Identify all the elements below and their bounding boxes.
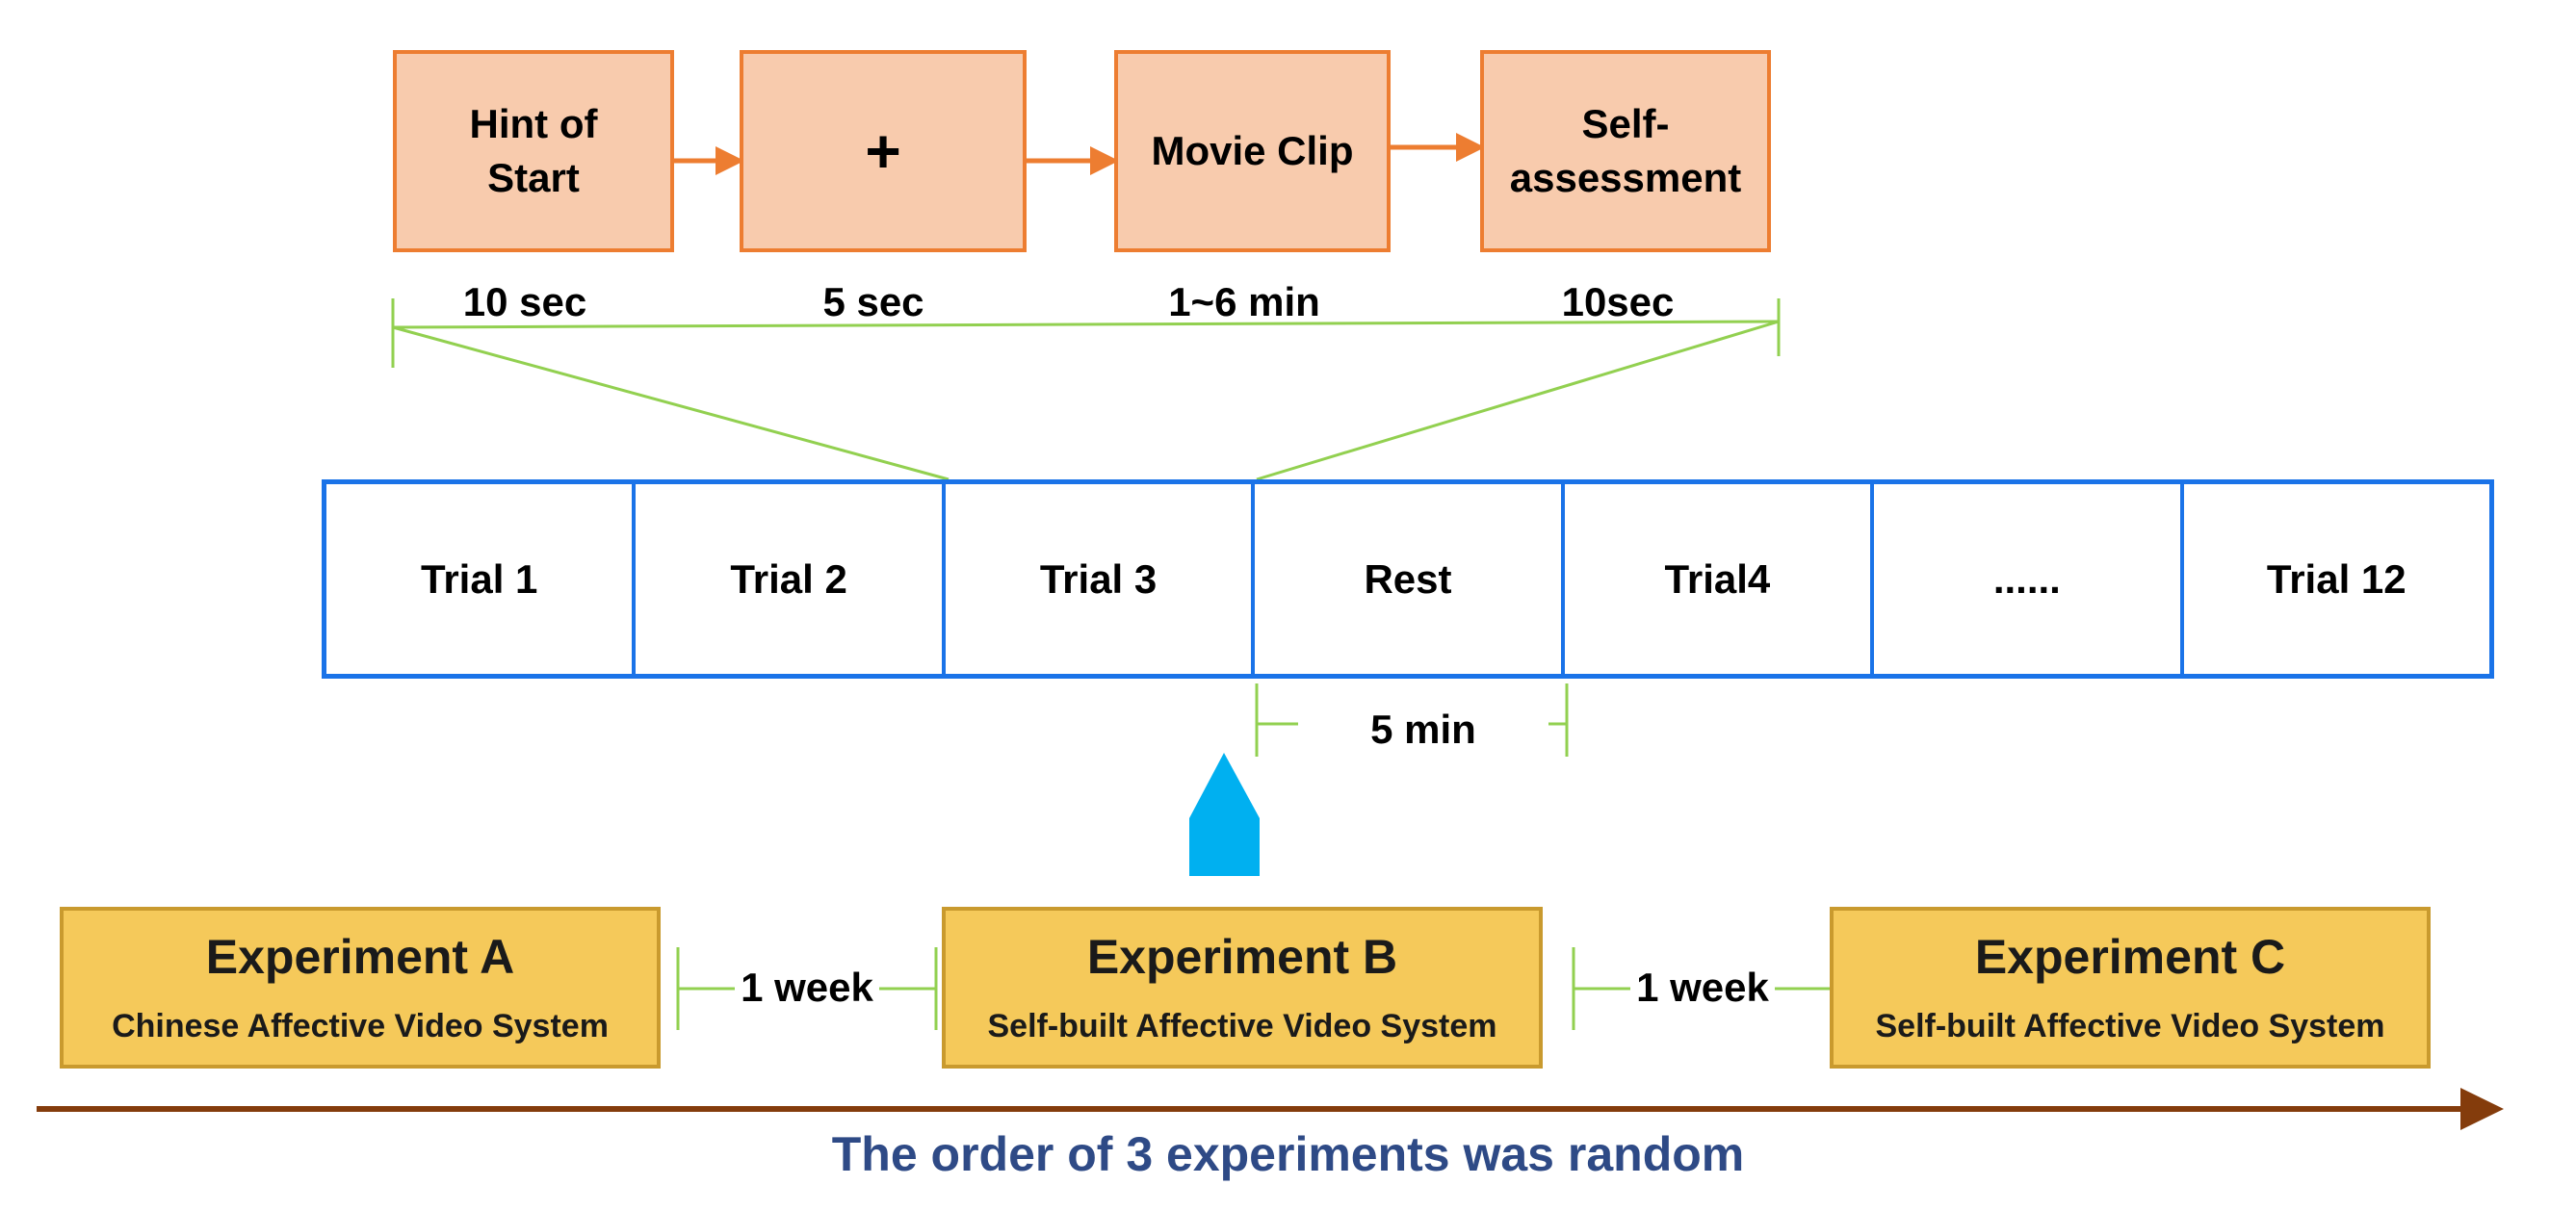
- rest-cell: Rest: [1251, 484, 1560, 674]
- up-arrow: [1189, 753, 1260, 876]
- experiment-a-box: Experiment A Chinese Affective Video Sys…: [60, 907, 661, 1069]
- step-label: Hint of Start: [469, 101, 598, 200]
- experiment-subtitle: Self-built Affective Video System: [1875, 1008, 2385, 1044]
- rest-duration-label: 5 min: [1298, 703, 1548, 757]
- footer-caption: The order of 3 experiments was random: [831, 1127, 1745, 1181]
- experiment-title: Experiment C: [1974, 930, 2286, 984]
- step-label: Movie Clip: [1151, 128, 1354, 173]
- trial-cell: Trial 3: [941, 484, 1251, 674]
- experiment-title: Experiment B: [1086, 930, 1398, 984]
- step-movie-clip: Movie Clip: [1114, 50, 1391, 252]
- experiment-subtitle: Chinese Affective Video System: [112, 1008, 609, 1044]
- trial-cell: Trial4: [1560, 484, 1870, 674]
- trial-cell: Trial 2: [632, 484, 941, 674]
- experiment-c-box: Experiment C Self-built Affective Video …: [1830, 907, 2431, 1069]
- step-duration: 10sec: [1561, 279, 1675, 324]
- trial-sequence-bar: Trial 1 Trial 2 Trial 3 Rest Trial4 ....…: [322, 479, 2494, 679]
- step-hint-of-start: Hint of Start: [393, 50, 674, 252]
- step-duration: 5 sec: [822, 279, 924, 324]
- experiment-subtitle: Self-built Affective Video System: [987, 1008, 1497, 1044]
- experiment-title: Experiment A: [205, 930, 515, 984]
- step-self-assessment: Self- assessment: [1480, 50, 1771, 252]
- sequence-bracket: [391, 298, 1781, 481]
- step-label: +: [865, 116, 901, 186]
- experiment-b-box: Experiment B Self-built Affective Video …: [942, 907, 1543, 1069]
- step-label: Self- assessment: [1509, 101, 1742, 200]
- step-duration: 10 sec: [462, 279, 587, 324]
- ellipsis-cell: ......: [1870, 484, 2179, 674]
- timeline-arrow: [37, 1088, 2504, 1130]
- trial-cell: Trial 1: [421, 555, 538, 602]
- interval-label: 1 week: [1630, 961, 1775, 1015]
- step-fixation-cross: +: [740, 50, 1027, 252]
- interval-label: 1 week: [735, 961, 879, 1015]
- trial-cell: Trial 12: [2179, 484, 2489, 674]
- step-duration: 1~6 min: [1168, 279, 1320, 324]
